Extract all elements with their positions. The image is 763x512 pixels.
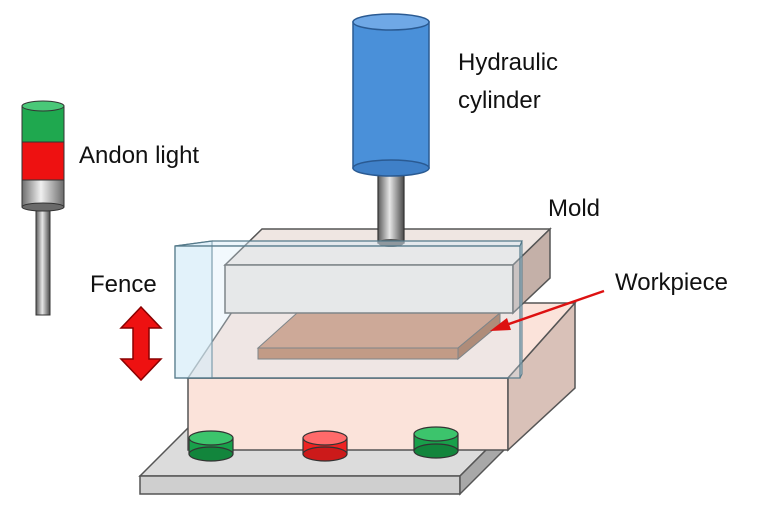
green-button-right[interactable] xyxy=(413,426,459,459)
fence-guard xyxy=(174,240,523,379)
hydraulic-cylinder-label-line1: Hydraulic xyxy=(458,49,559,76)
workpiece-pointer-arrow xyxy=(490,289,605,331)
green-button-left[interactable] xyxy=(188,430,234,462)
andon-light xyxy=(21,100,65,316)
upper-mold xyxy=(223,227,552,315)
workpiece-label: Workpiece xyxy=(615,269,728,296)
red-button-center[interactable] xyxy=(302,430,348,462)
hydraulic-cylinder-label-line2: cylinder xyxy=(458,87,541,114)
fence-label: Fence xyxy=(90,271,157,298)
andon-light-label: Andon light xyxy=(79,142,200,169)
mold-label: Mold xyxy=(548,195,601,222)
workpiece xyxy=(256,311,502,361)
hydraulic-cylinder xyxy=(352,13,430,247)
fence-double-arrow xyxy=(119,305,163,382)
